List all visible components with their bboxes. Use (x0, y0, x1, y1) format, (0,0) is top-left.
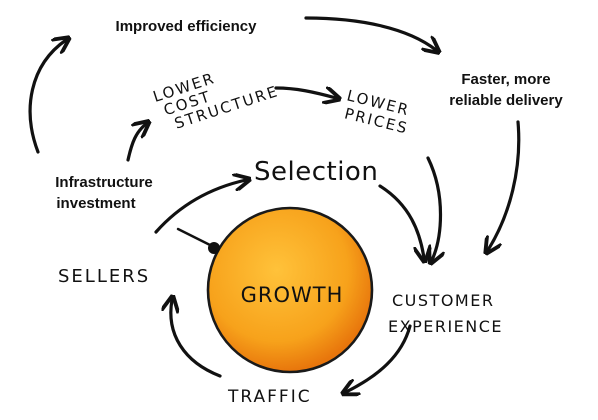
arrow-lower-cost-to-lower-prices (274, 88, 336, 98)
label-faster-line2: reliable delivery (449, 92, 563, 109)
arrow-infra-to-efficiency (28, 40, 66, 154)
flywheel-pivot-dot (208, 242, 220, 254)
label-traffic: TRAFFIC (227, 387, 312, 407)
label-faster-line1: Faster, more (461, 71, 550, 88)
label-improved-efficiency: Improved efficiency (116, 18, 258, 35)
label-sellers: SELLERS (58, 266, 150, 287)
label-lower-prices: LOWER PRICES (343, 86, 412, 137)
growth-circle (206, 206, 374, 374)
arrow-lower-prices-to-customer (426, 156, 441, 260)
arrow-selection-to-customer (378, 184, 424, 258)
label-selection: Selection (254, 157, 378, 187)
arrow-infra-to-lower-cost (126, 124, 146, 162)
flywheel-tangent-line (176, 227, 216, 249)
label-growth: GROWTH (241, 283, 344, 307)
arrow-delivery-to-customer (488, 120, 521, 250)
label-infra-line2: investment (56, 195, 135, 212)
arrow-efficiency-to-delivery (304, 16, 436, 50)
arrow-traffic-to-sellers (171, 300, 222, 378)
label-lower-cost-structure: LOWER COST STRUCTURE (151, 69, 281, 133)
label-infra-line1: Infrastructure (55, 174, 153, 191)
label-customer-line2: EXPERIENCE (388, 317, 503, 336)
arrow-sellers-to-selection (154, 180, 246, 234)
label-customer-line1: CUSTOMER (392, 291, 494, 310)
arrow-customer-to-traffic (346, 324, 412, 392)
